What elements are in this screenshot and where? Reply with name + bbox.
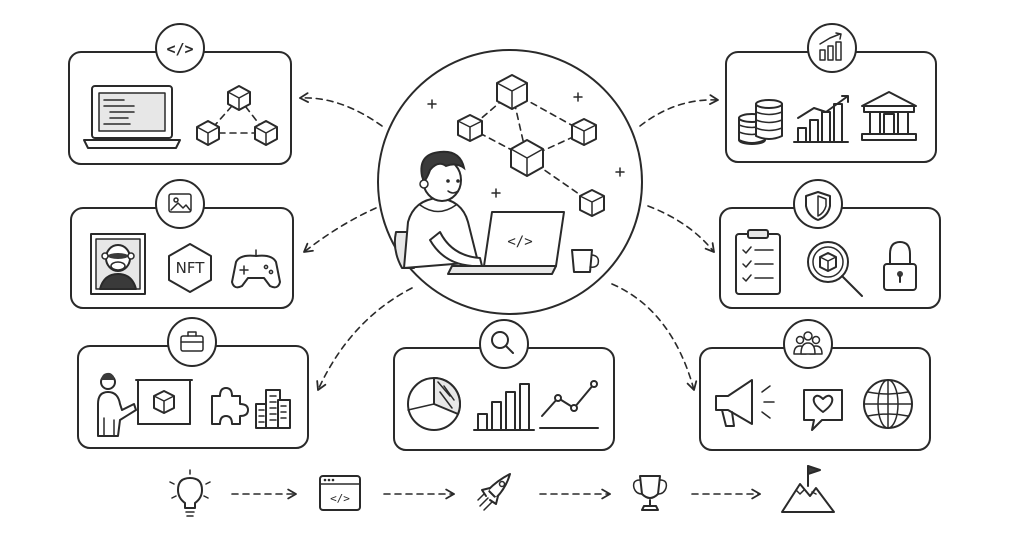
checklist-clipboard-icon — [735, 229, 781, 295]
code-badge-text: </> — [166, 40, 193, 58]
business-panel — [77, 317, 309, 449]
ape-portrait-icon — [90, 233, 146, 295]
development-panel: </> — [68, 23, 292, 165]
nft-hexagon-icon: NFT — [168, 243, 212, 293]
laptop-icon: </> — [447, 211, 565, 275]
community-panel — [699, 319, 931, 451]
center-developer-circle: </> — [377, 49, 643, 315]
laptop-code-icon — [83, 85, 181, 149]
buildings-icon — [255, 389, 291, 429]
bank-icon — [861, 91, 917, 141]
trophy-icon — [632, 475, 668, 511]
security-panel — [719, 179, 941, 309]
rising-bars-icon — [793, 95, 849, 143]
finance-panel — [725, 23, 937, 163]
nft-label: NFT — [176, 259, 206, 277]
rocket-icon — [477, 473, 511, 511]
people-group-icon — [793, 331, 823, 355]
magnifier-cube-icon — [807, 241, 863, 297]
shield-icon — [805, 191, 831, 221]
game-controller-icon — [231, 249, 281, 289]
code-symbol-text: </> — [507, 234, 532, 250]
coffee-mug-icon — [571, 249, 600, 273]
globe-icon — [863, 379, 913, 429]
briefcase-icon — [180, 331, 204, 352]
developer-person-icon — [393, 150, 483, 269]
code-window-icon: </> — [319, 475, 361, 511]
nft-panel: NFT — [70, 179, 294, 309]
analytics-panel — [393, 319, 615, 451]
padlock-icon — [883, 241, 917, 291]
growth-chart-icon — [819, 32, 842, 61]
presentation-board-icon — [135, 379, 193, 425]
bar-chart-icon — [473, 383, 535, 431]
line-chart-icon — [539, 380, 599, 429]
connector-arrows — [299, 92, 719, 391]
heart-message-icon — [803, 389, 843, 431]
code-window-text: </> — [330, 492, 350, 505]
image-icon — [168, 193, 192, 213]
puzzle-icon — [211, 387, 249, 425]
presenter-icon — [97, 372, 137, 437]
sparkle-icon — [427, 92, 625, 198]
process-flow-row: </> — [169, 465, 835, 517]
blockchain-cubes-icon — [196, 85, 278, 146]
pie-chart-icon — [407, 377, 461, 431]
mountain-flag-icon — [781, 465, 835, 513]
search-icon — [491, 331, 514, 354]
lightbulb-icon — [169, 469, 211, 517]
coin-stacks-icon — [738, 99, 783, 145]
megaphone-icon — [715, 379, 775, 427]
blockchain-network-icon — [457, 74, 605, 217]
